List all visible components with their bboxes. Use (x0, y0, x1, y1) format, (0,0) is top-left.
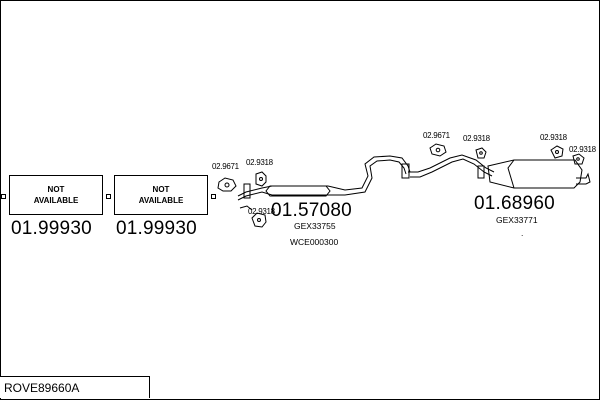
front-code-2: WCE000300 (290, 237, 339, 247)
part-number-na-2: 01.99930 (116, 218, 197, 239)
not-available-box-1: NOT AVAILABLE (9, 175, 103, 215)
rear-mount-code-3: 02.9318 (540, 133, 567, 142)
connector-marker-left (1, 194, 6, 199)
not-available-label-2: NOT AVAILABLE (138, 185, 184, 205)
tailpipe (576, 172, 591, 185)
rear-mark: . (521, 228, 524, 238)
connector-marker-mid (106, 194, 111, 199)
front-code: GEX33755 (294, 221, 336, 231)
rear-mount-code-2: 02.9318 (463, 134, 490, 143)
connector-marker-right (211, 194, 216, 199)
front-pipe-inner (237, 159, 407, 201)
front-mount-code-1: 02.9671 (212, 162, 239, 171)
front-muffler (265, 185, 331, 197)
part-number-na-1: 01.99930 (11, 218, 92, 239)
rear-part-number: 01.68960 (474, 193, 555, 214)
mount-rubber-rear-2 (475, 147, 487, 159)
front-mount-code-2: 02.9318 (246, 158, 273, 167)
front-part-number: 01.57080 (271, 200, 352, 221)
front-flange (243, 183, 251, 199)
rear-mount-code-1: 02.9671 (423, 131, 450, 140)
mount-rubber-front-3 (251, 212, 267, 228)
rear-muffler (487, 159, 583, 189)
mount-rubber-rear-1 (429, 143, 447, 157)
mount-rubber-front-2 (255, 171, 267, 187)
mount-rubber-rear-3 (550, 145, 564, 159)
mount-rubber-rear-4 (572, 153, 585, 165)
rear-mount-code-4: 02.9318 (569, 145, 596, 154)
mount-rubber-front-1 (217, 177, 237, 192)
front-mount-code-3: 02.9318 (248, 207, 275, 216)
front-pipe (237, 155, 411, 197)
not-available-box-2: NOT AVAILABLE (114, 175, 208, 215)
rear-code: GEX33771 (496, 215, 538, 225)
rear-pipe-inner (410, 158, 493, 178)
not-available-label-1: NOT AVAILABLE (33, 185, 79, 205)
diagram-title: ROVE89660A (0, 376, 150, 398)
